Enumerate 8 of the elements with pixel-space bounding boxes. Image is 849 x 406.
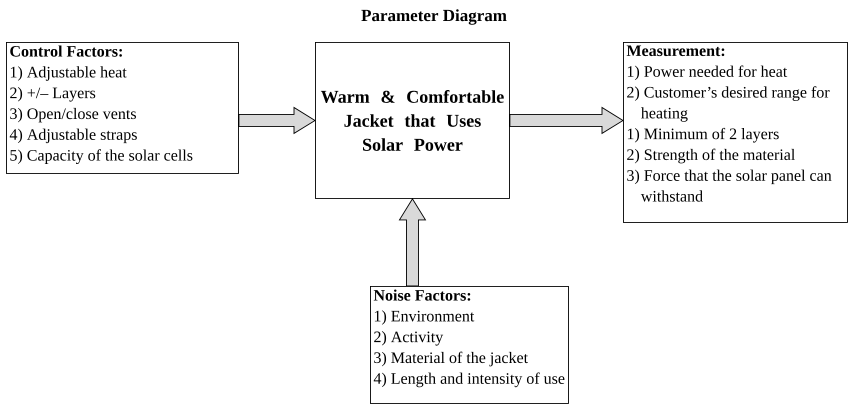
factor-box: Noise Factors: 1) Environment 2) Activity 3) Material of the jacket 4) Length and intensity of use bbox=[370, 286, 569, 404]
diagram-title: Parameter Diagram bbox=[361, 9, 507, 25]
block-arrow bbox=[238, 106, 316, 134]
factor-box: Control Factors: 1) Adjustable heat 2) +/– Layers 3) Open/close vents 4) Adjustable straps 5) Capacity of the solar cells bbox=[6, 42, 239, 174]
block-arrow bbox=[398, 198, 426, 286]
factor-box: Measurement: 1) Power needed for heat 2) Customer’s desired range for heating 1) Minimum of 2 layers 2) Strength of the material 3) Force that the solar panel can withstand bbox=[623, 42, 848, 223]
product-box: Warm & Comfortable Jacket that Uses Solar Power bbox=[315, 42, 510, 199]
block-arrow bbox=[509, 106, 624, 134]
